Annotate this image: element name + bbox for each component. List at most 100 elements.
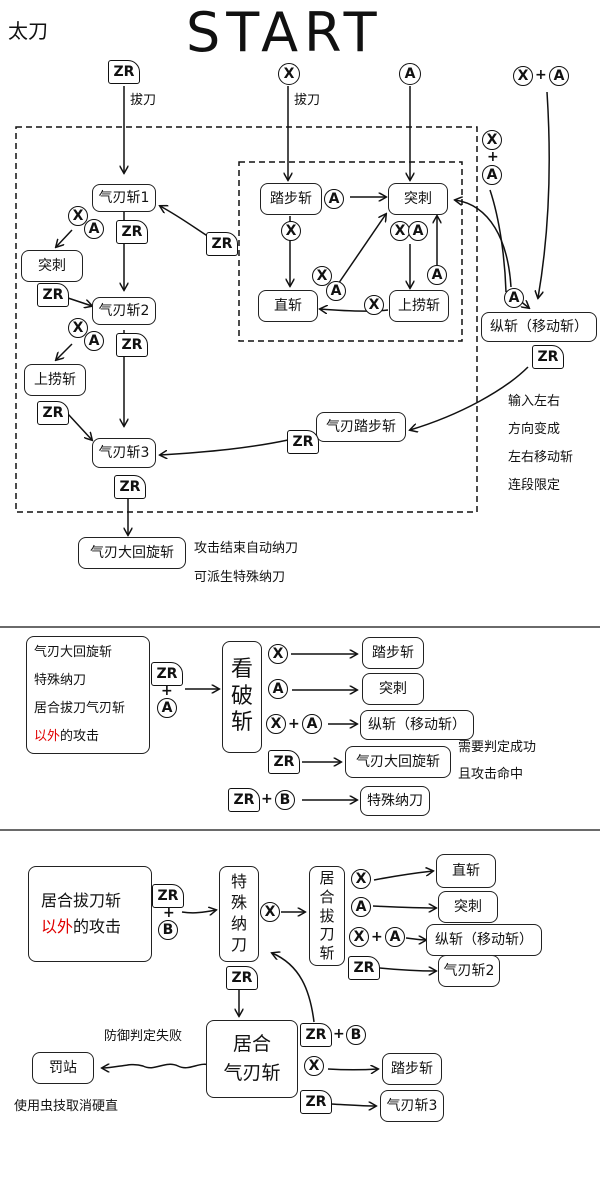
iai-char-1: 居: [319, 869, 335, 888]
x-button-icon: X: [349, 927, 369, 947]
iai-out-thrust: 突刺: [438, 891, 498, 923]
foresight-char-1: 看: [230, 657, 253, 683]
a-button-icon: A: [302, 714, 322, 734]
a-button-icon: A: [482, 165, 502, 185]
foresight-source-line-2: 特殊纳刀: [34, 673, 87, 688]
zr-button-icon: ZR: [287, 430, 319, 454]
iai-out-spirit-slash-2: 气刃斩2: [438, 955, 500, 987]
foresight-source-line-1: 气刃大回旋斩: [34, 645, 113, 660]
node-spirit-slash-3: 气刃斩3: [92, 438, 156, 468]
zr-button-icon: ZR: [268, 750, 300, 774]
iai-out-vertical-slash: 直斩: [436, 854, 496, 888]
x-button-icon: X: [68, 318, 88, 338]
zr-button-icon: ZR: [37, 283, 69, 307]
foresight-note-line-1: 需要判定成功: [458, 740, 537, 755]
foresight-out-special-sheathe: 特殊纳刀: [360, 786, 430, 816]
draw-label-mid: 拔刀: [294, 93, 321, 108]
a-button-icon: A: [84, 331, 104, 351]
iai-spirit-out-spirit-slash-3: 气刃斩3: [380, 1090, 444, 1122]
wirebug-note: 使用虫技取消硬直: [14, 1099, 119, 1114]
foresight-source-line-4: 以外的攻击: [34, 729, 99, 745]
node-thrust-left: 突刺: [21, 250, 83, 282]
sheathe-source-line-2: 以外的攻击: [41, 914, 121, 940]
foresight-out-roundslash: 气刃大回旋斩: [345, 746, 451, 778]
zr-button-icon: ZR: [151, 662, 183, 686]
zr-button-icon: ZR: [116, 333, 148, 357]
direction-note-line-4: 连段限定: [508, 478, 561, 493]
node-spirit-roundslash: 气刃大回旋斩: [78, 537, 186, 569]
sheathe-char-1: 特: [230, 872, 247, 892]
x-button-icon: X: [281, 221, 301, 241]
a-button-icon: A: [324, 189, 344, 209]
a-button-icon: A: [268, 679, 288, 699]
iai-spirit-line-1: 居合: [232, 1032, 271, 1055]
x-button-icon: X: [351, 869, 371, 889]
iai-spirit-out-step-slash: 踏步斩: [382, 1053, 442, 1085]
zr-button-icon: ZR: [226, 966, 258, 990]
zr-button-icon: ZR: [300, 1023, 332, 1047]
plus-icon: +: [535, 67, 547, 83]
a-button-icon: A: [84, 219, 104, 239]
iai-spirit-line-2: 气刃斩: [223, 1062, 281, 1084]
b-button-icon: B: [275, 790, 295, 810]
x-button-icon: X: [278, 63, 300, 85]
x-button-icon: X: [304, 1056, 324, 1076]
sheathe-char-4: 刀: [230, 934, 247, 954]
sheathe-source-box: 居合拔刀斩 以外的攻击: [28, 866, 152, 962]
plus-icon: +: [288, 716, 300, 732]
x-button-icon: X: [513, 66, 533, 86]
direction-note-line-3: 左右移动斩: [508, 450, 574, 465]
b-button-icon: B: [346, 1025, 366, 1045]
foresight-note-line-2: 且攻击命中: [458, 767, 524, 782]
draw-combo-frame: [238, 161, 463, 342]
zr-button-icon: ZR: [116, 220, 148, 244]
zr-button-icon: ZR: [206, 232, 238, 256]
node-iai-slash: 居 合 拔 刀 斩: [309, 866, 345, 966]
direction-note-line-1: 输入左右: [508, 394, 561, 409]
zr-button-icon: ZR: [532, 345, 564, 369]
foresight-out-step-slash: 踏步斩: [362, 637, 424, 669]
zr-button-icon: ZR: [300, 1090, 332, 1114]
x-button-icon: X: [260, 902, 280, 922]
draw-label-left: 拔刀: [130, 93, 157, 108]
plus-icon: +: [261, 791, 273, 807]
zr-button-icon: ZR: [152, 884, 184, 908]
node-rising-slash-left: 上捞斩: [24, 364, 86, 396]
a-button-icon: A: [157, 698, 177, 718]
node-iai-spirit-slash: 居合 气刃斩: [206, 1020, 298, 1098]
iai-char-4: 刀: [319, 925, 335, 944]
foresight-char-3: 斩: [230, 710, 253, 736]
except-rest-text: 的攻击: [73, 917, 122, 936]
foresight-out-fade-slash: 纵斩（移动斩）: [360, 710, 474, 740]
zr-button-icon: ZR: [114, 475, 146, 499]
a-button-icon: A: [385, 927, 405, 947]
sheathe-char-3: 纳: [230, 914, 247, 933]
sheathe-source-line-1: 居合拔刀斩: [41, 891, 122, 911]
node-spirit-slash-2: 气刃斩2: [92, 297, 156, 325]
sheathe-char-2: 殊: [230, 893, 247, 913]
node-spirit-step-slash: 气刃踏步斩: [316, 412, 406, 442]
plus-icon: +: [161, 683, 173, 699]
a-button-icon: A: [427, 265, 447, 285]
fail-label: 防御判定失败: [104, 1029, 183, 1044]
node-foresight-slash: 看 破 斩: [222, 641, 262, 753]
iai-char-2: 合: [319, 887, 335, 906]
node-special-sheathe: 特 殊 纳 刀: [219, 866, 259, 962]
x-button-icon: X: [482, 130, 502, 150]
zr-button-icon: ZR: [37, 401, 69, 425]
b-button-icon: B: [158, 920, 178, 940]
zr-button-icon: ZR: [108, 60, 140, 84]
combo-frame: [15, 126, 478, 513]
x-button-icon: X: [68, 206, 88, 226]
node-thrust: 突刺: [388, 183, 448, 215]
node-vertical-slash: 直斩: [258, 290, 318, 322]
a-button-icon: A: [351, 897, 371, 917]
weapon-name: 太刀: [8, 19, 48, 43]
roundslash-note-line-2: 可派生特殊纳刀: [194, 570, 286, 585]
direction-note-line-2: 方向变成: [508, 422, 561, 437]
x-button-icon: X: [390, 221, 410, 241]
node-spirit-slash-1: 气刃斩1: [92, 184, 156, 212]
foresight-out-thrust: 突刺: [362, 673, 424, 705]
